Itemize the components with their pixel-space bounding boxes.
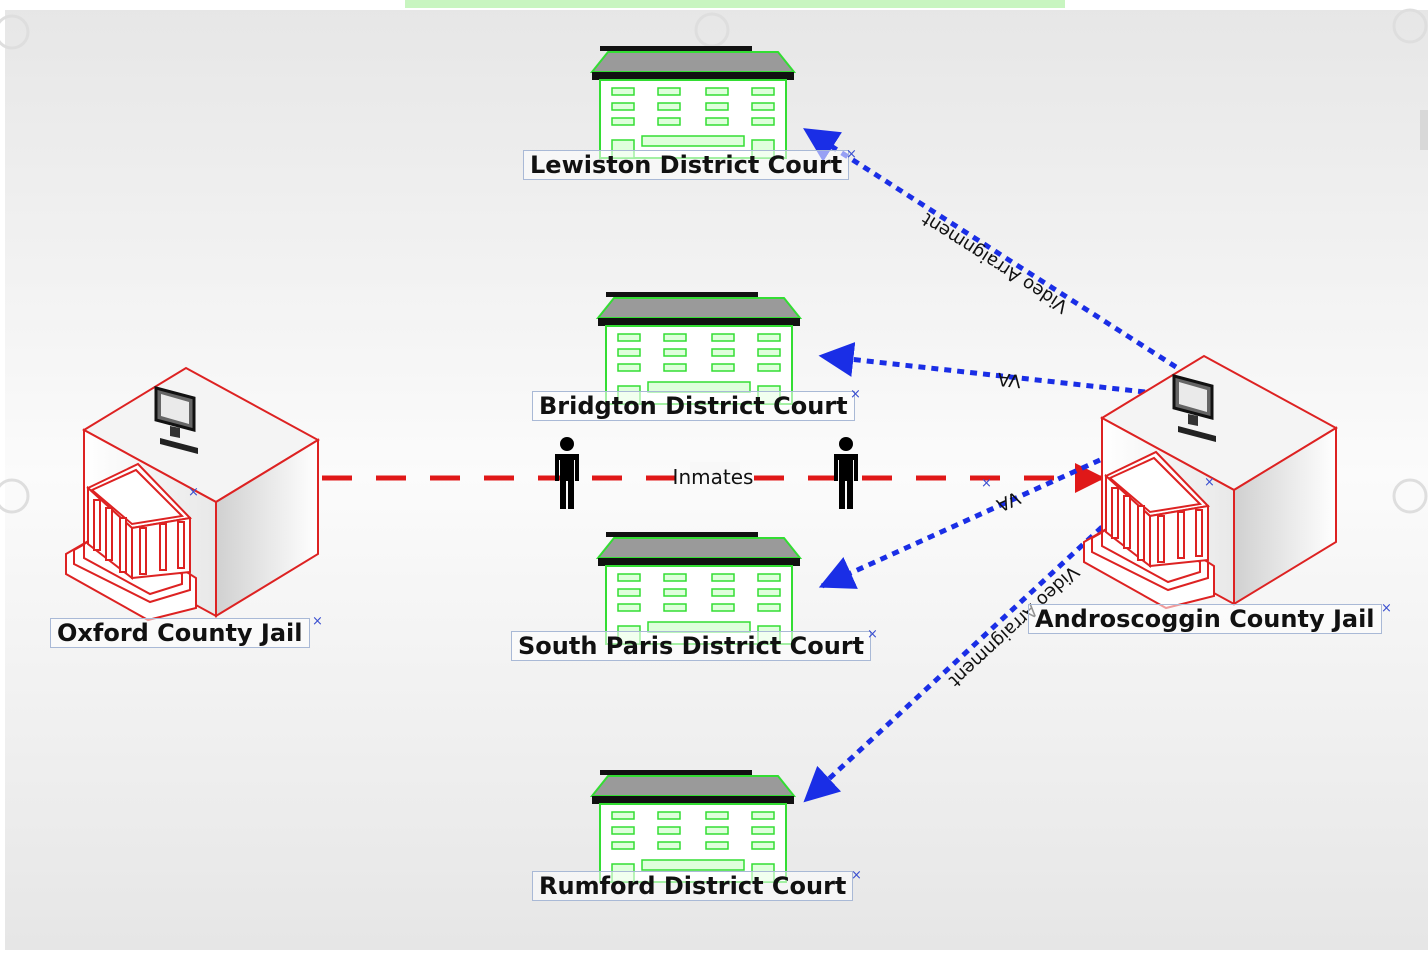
handle-south-paris[interactable]: × xyxy=(867,627,878,642)
edge-label-bridgton: VA xyxy=(996,368,1022,392)
handle-androscoggin-center[interactable]: × xyxy=(1204,475,1215,490)
handle-oxford[interactable]: × xyxy=(312,614,323,629)
handle-lewiston[interactable]: × xyxy=(846,147,857,162)
node-label-oxford[interactable]: Oxford County Jail xyxy=(50,618,310,648)
node-label-south-paris[interactable]: South Paris District Court xyxy=(511,631,872,661)
building-icon-bridgton[interactable] xyxy=(597,291,801,405)
building-icon-rumford[interactable] xyxy=(591,769,795,883)
handle-androscoggin[interactable]: × xyxy=(1381,601,1392,616)
node-label-bridgton[interactable]: Bridgton District Court xyxy=(532,391,855,421)
building-icon-lewiston[interactable] xyxy=(591,45,795,159)
building-icon-south-paris[interactable] xyxy=(597,531,801,645)
handle-edge-south-paris[interactable]: × xyxy=(981,476,992,491)
node-label-lewiston[interactable]: Lewiston District Court xyxy=(523,150,850,180)
handle-rumford[interactable]: × xyxy=(851,868,862,883)
node-label-androscoggin[interactable]: Androscoggin County Jail xyxy=(1028,604,1382,634)
edge-video-bridgton[interactable] xyxy=(818,342,1146,395)
edge-video-lewiston[interactable] xyxy=(803,127,1178,370)
edge-label-inmates: Inmates xyxy=(673,465,754,489)
handle-oxford-center[interactable]: × xyxy=(188,485,199,500)
node-label-rumford[interactable]: Rumford District Court xyxy=(532,871,854,901)
handle-bridgton[interactable]: × xyxy=(850,387,861,402)
edge-video-rumford[interactable] xyxy=(803,525,1104,803)
